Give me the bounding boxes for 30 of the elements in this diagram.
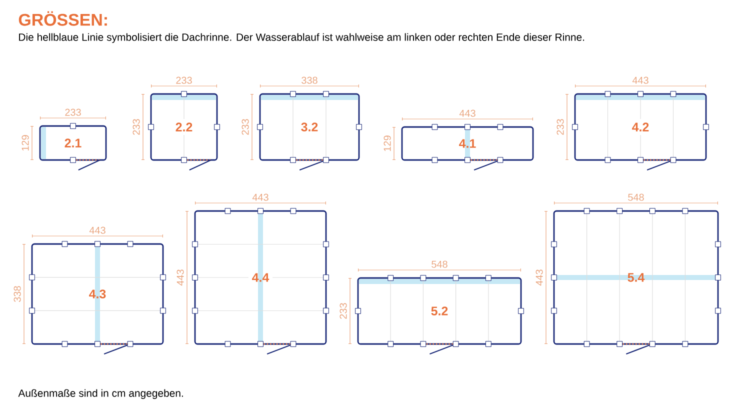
dimension-label: 233: [176, 76, 192, 84]
dimension-label: 443: [632, 76, 648, 84]
floor-plan: 3.2: [259, 93, 360, 161]
floor-plan: 4.3: [31, 243, 164, 345]
title: GRÖSSEN:: [18, 11, 107, 26]
floor-plan: 5.4: [553, 210, 719, 345]
floor-plan: 2.1: [39, 125, 107, 161]
dimension-label: 443: [252, 194, 268, 201]
dimension-label: 443: [176, 270, 184, 286]
dimension-label: 233: [65, 108, 81, 116]
dimension-label: 548: [628, 194, 644, 201]
dimension-label: 129: [384, 136, 391, 152]
floor-plan: 2.2: [150, 93, 218, 161]
floor-plan: 4.1: [401, 126, 534, 161]
dimension-label: 129: [22, 135, 29, 151]
dimension-label: 233: [340, 303, 347, 319]
dimension-label: 443: [459, 110, 476, 117]
floor-plan: 4.2: [574, 93, 707, 161]
dimension-label: 233: [132, 119, 140, 135]
subtitle: Die hellblaue Linie symbolisiert die Dachrinne. Der Wasserablauf ist wahlweise am linken oder rechten Ende dieser Rinne.: [19, 33, 584, 43]
dimension-label: 338: [302, 76, 318, 84]
footnote: Außenmaße sind in cm angegeben.: [18, 389, 183, 399]
dimension-label: 233: [242, 119, 249, 135]
dimension-label: 338: [14, 286, 21, 302]
dimension-label: 443: [89, 226, 106, 234]
floor-plan: 5.2: [357, 277, 522, 345]
dimension-label: 548: [432, 260, 448, 268]
dimension-label: 443: [536, 270, 543, 286]
dimension-label: 233: [556, 119, 564, 135]
floor-plan: 4.4: [194, 210, 327, 345]
